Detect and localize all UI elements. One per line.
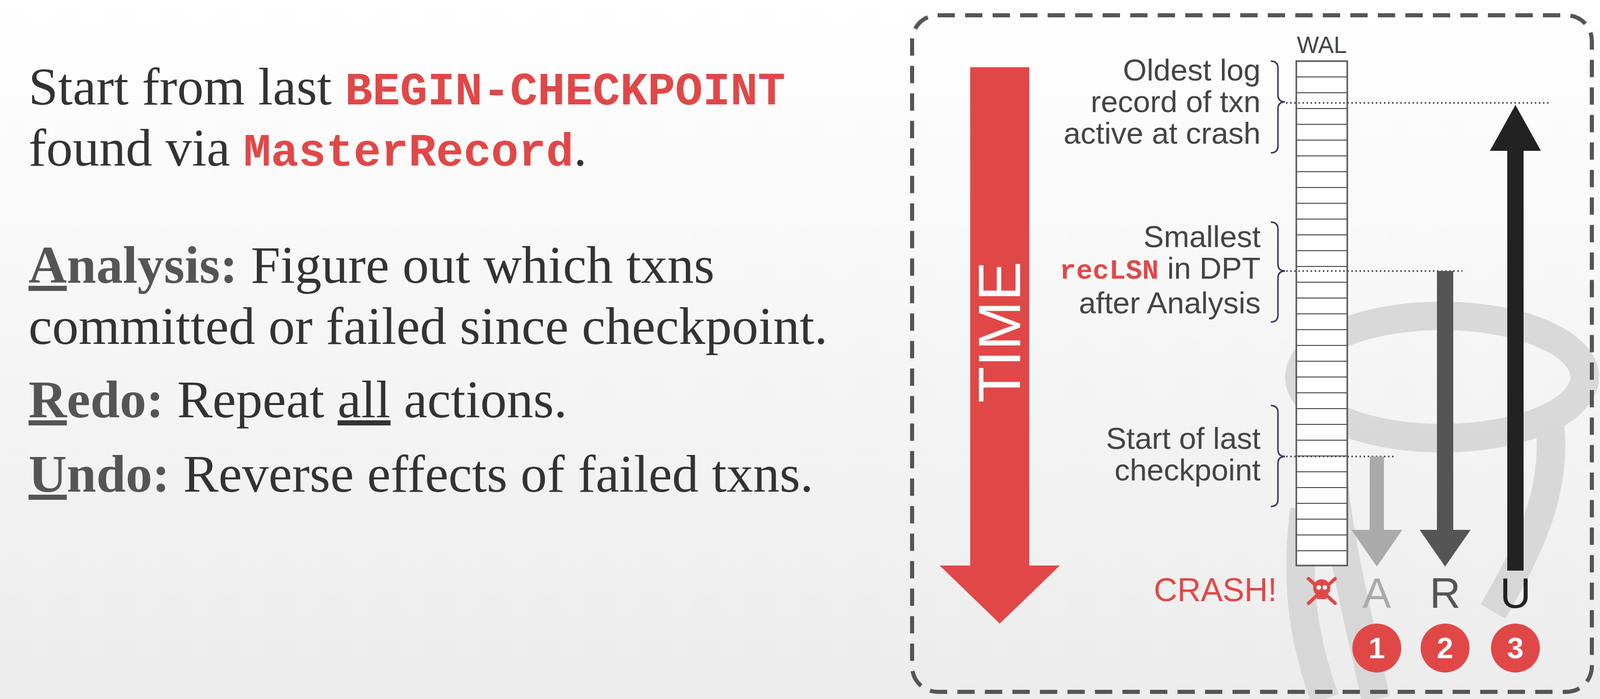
time-arrow: TIME	[939, 67, 1060, 624]
bracket-label: Smallest	[1143, 219, 1261, 254]
text-line: Analysis: Figure out which txns committe…	[28, 234, 875, 357]
callout-number: 3	[1490, 623, 1540, 673]
code-term: BEGIN-CHECKPOINT	[344, 66, 786, 119]
body-text: Start from last	[28, 57, 332, 116]
callout-text: 1	[1368, 633, 1385, 663]
callout-text: 2	[1436, 633, 1454, 663]
bracket-label: recLSN	[1059, 255, 1159, 287]
frame	[912, 15, 1592, 692]
bracket-label: Oldest log record of txn active at crash	[1063, 52, 1261, 151]
callout-text: 3	[1507, 633, 1524, 663]
phase-letter: R	[1429, 571, 1461, 615]
text-line: Oldest log record of txn active at crash	[1046, 54, 1261, 150]
text-line: Smallest recLSN in DPT after Analysis	[1046, 221, 1261, 319]
phase-letter: A	[1362, 571, 1392, 615]
callout-number: 1	[1352, 623, 1402, 673]
step-heading: Redo:	[28, 368, 165, 431]
wal-label: WAL	[1296, 33, 1347, 57]
text-line: Redo: Repeat all actions.	[28, 368, 568, 431]
step-heading: Undo:	[28, 443, 170, 505]
phase-letter: U	[1500, 571, 1532, 615]
body-text: actions.	[403, 369, 568, 429]
body-text: Reverse effects of failed txns.	[182, 444, 814, 503]
body-text: found via	[28, 118, 231, 177]
text-line: Undo: Reverse effects of failed txns.	[28, 443, 814, 505]
body-text: .	[573, 118, 588, 177]
step-heading: Analysis:	[28, 234, 238, 296]
crash-label: CRASH!	[1153, 573, 1277, 607]
text-line: Start of last checkpoint	[1046, 422, 1261, 487]
wal-column	[1296, 61, 1348, 566]
text-line: Start from last BEGIN-CHECKPOINT	[28, 56, 786, 123]
brace	[1270, 61, 1286, 507]
body-text: all	[337, 369, 391, 429]
bracket-label: Start of last checkpoint	[1106, 421, 1261, 488]
text-line: found via MasterRecord.	[28, 117, 588, 184]
callout-number: 2	[1420, 623, 1470, 673]
phase-arrow	[1351, 104, 1541, 571]
skull-icon	[1308, 578, 1336, 604]
axis-label: TIME	[970, 261, 1030, 403]
code-term: MasterRecord	[243, 127, 574, 180]
body-text: Repeat	[177, 369, 325, 429]
